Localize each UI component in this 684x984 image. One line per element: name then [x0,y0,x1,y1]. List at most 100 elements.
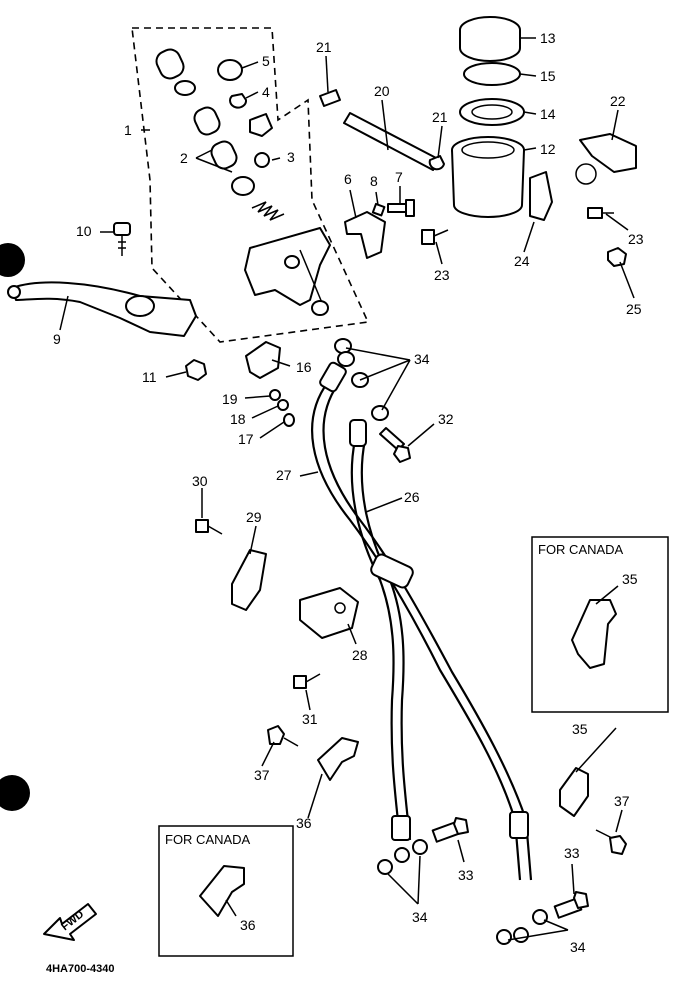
brake-hose-26 [350,439,402,841]
copper-washers-bottom-34 [496,909,548,945]
callout-33-mid: 33 [458,867,474,883]
hose-fitting-top-27 [319,361,347,393]
callout-23-left: 23 [434,267,450,283]
nut-11 [185,359,207,381]
callout-35: 35 [572,721,588,737]
callout-34-bottom: 34 [570,939,586,955]
callout-35-canada: 35 [622,571,638,587]
screw-17 [283,413,295,427]
holder-22 [575,133,637,185]
callout-15: 15 [540,68,556,84]
binder-hole-bottom [0,775,30,811]
callout-19: 19 [222,391,238,407]
callout-3: 3 [287,149,295,165]
o-ring-3 [254,152,270,168]
callout-21-reservoir: 21 [432,109,448,125]
callout-23-right: 23 [628,231,644,247]
leader-lines [59,37,635,941]
circlip-4 [229,93,248,109]
hose-clamp-21-top [319,89,341,107]
banjo-26 [394,847,410,863]
callout-37-left: 37 [254,767,270,783]
binder-hole-top [0,243,25,277]
callout-31: 31 [302,711,318,727]
brake-hose-26-edge [360,439,412,841]
piston-seal-top [155,48,196,96]
union-bolt-33-mid [431,817,469,843]
callout-1: 1 [124,122,132,138]
hose-fitting-top-26 [349,419,367,447]
spring [251,201,285,221]
hose-guide-36 [317,737,359,781]
reservoir-cap-13 [459,16,521,62]
canada-box-left-title: FOR CANADA [165,832,251,847]
canada-box-right-title: FOR CANADA [538,542,624,557]
brake-hose-27 [311,381,522,881]
diaphragm-14 [459,98,525,126]
callout-25: 25 [626,301,642,317]
callout-27: 27 [276,467,292,483]
callout-10: 10 [76,223,92,239]
hose-holder-29 [231,549,267,611]
bolt-31 [293,673,321,689]
bolt-23-right [587,207,614,219]
hose-guide-35 [559,767,589,817]
piston-seal-lower [210,140,238,170]
piston-seal-mid [193,106,221,136]
callout-36-canada: 36 [240,917,256,933]
canada-box-left [158,825,294,957]
callout-21-top: 21 [316,39,332,55]
callout-24: 24 [514,253,530,269]
callout-2: 2 [180,150,188,166]
piston-cup [231,176,255,196]
callout-20: 20 [374,83,390,99]
washer-8 [371,202,386,217]
brake-switch-16 [245,341,281,379]
callout-12: 12 [540,141,556,157]
callout-22: 22 [610,93,626,109]
callout-9: 9 [53,331,61,347]
canada-box-right [531,536,669,713]
dust-boot-5 [217,59,243,81]
union-bolt-33-bottom [553,891,589,919]
callout-32: 32 [438,411,454,427]
hose-joint [370,553,414,589]
diagram-code: 4HA700-4340 [46,963,115,975]
clamp-6 [344,211,386,259]
callout-28: 28 [352,647,368,663]
copper-washers-top-34 [334,338,389,421]
bolt-23-left [421,229,449,245]
callout-37-right: 37 [614,793,630,809]
kit-outline [131,27,370,343]
callout-17: 17 [238,431,254,447]
callout-14: 14 [540,106,556,122]
piston-assembly [249,113,273,137]
bolt-30 [195,519,223,535]
hose-fitting-bottom-26 [391,815,411,841]
bracket-24 [529,171,553,221]
callout-11: 11 [142,369,157,385]
spring-18 [277,399,289,411]
callout-7: 7 [395,169,403,185]
callout-8: 8 [370,173,378,189]
hose-clamp-21-reservoir [428,155,445,171]
screw-10 [113,222,131,256]
callout-29: 29 [246,509,262,525]
callout-26: 26 [404,489,420,505]
plate-15 [463,62,521,86]
screw-25 [607,247,627,267]
fwd-arrow-icon [43,903,97,941]
bolt-7 [387,199,415,217]
callout-16: 16 [296,359,312,375]
banjo-27 [513,927,529,943]
brake-lever [7,281,197,337]
callout-36: 36 [296,815,312,831]
washer-19 [269,389,281,401]
callout-30: 30 [192,473,208,489]
callout-34-mid: 34 [412,909,428,925]
callout-18: 18 [230,411,246,427]
callout-34-top: 34 [414,351,430,367]
callout-4: 4 [262,84,270,100]
